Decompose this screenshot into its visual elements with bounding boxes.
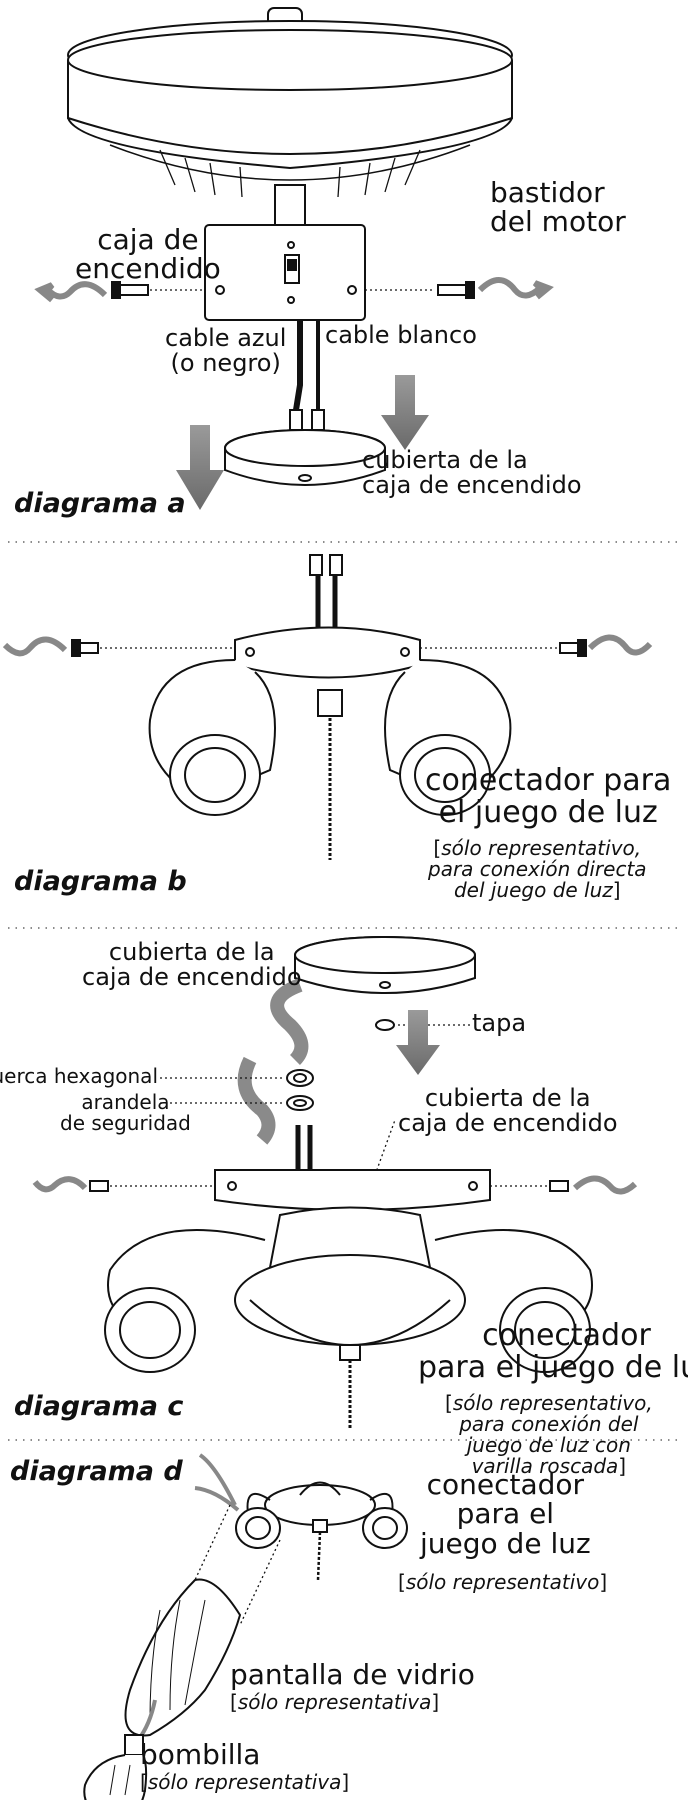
blue-wire xyxy=(293,320,303,411)
glass-shade-note: [sólo representativa] xyxy=(230,1690,440,1714)
pull-chain-d xyxy=(316,1531,322,1581)
diagram-c-title: diagrama c xyxy=(14,1391,184,1422)
arrow-right-a xyxy=(477,277,554,300)
switch-housing-cap-a xyxy=(224,429,386,486)
down-arrow-a2 xyxy=(381,375,429,450)
light-kit-adapter-label-d: conectador para el juego de luz xyxy=(420,1468,591,1560)
switch-housing-cap-c xyxy=(294,936,476,994)
glass-shade-label: pantalla de vidrio xyxy=(230,1658,475,1691)
curved-arrow-c1 xyxy=(270,978,309,1065)
wires-c xyxy=(295,1125,313,1175)
diagram-c-art xyxy=(32,936,638,1430)
light-kit-note-b: [sólo representativo, para conexión dire… xyxy=(428,836,647,902)
bulb-note: [sólo representativa] xyxy=(140,1770,350,1794)
glass-shade xyxy=(124,1578,242,1737)
hex-nut-label: tuerca hexagonal xyxy=(0,1064,158,1088)
light-kit-note-d: [sólo representativo] xyxy=(398,1570,608,1594)
white-wire-label: cable blanco xyxy=(325,321,477,349)
diagram-d-title: diagrama d xyxy=(10,1456,183,1487)
light-kit-note-c: [sólo representativo, para conexión del … xyxy=(445,1391,653,1478)
screw-arrow-d2 xyxy=(194,1486,240,1512)
blue-wire-label: cable azul(o negro) xyxy=(165,324,287,378)
lock-washer xyxy=(286,1095,314,1111)
bulb-label: bombilla xyxy=(140,1738,261,1771)
diagram-a-title: diagrama a xyxy=(14,488,186,519)
screw-arrow-d1 xyxy=(198,1453,237,1506)
down-arrow-c xyxy=(396,1010,440,1075)
diagram-b-art xyxy=(2,554,653,860)
light-kit-adapter-c xyxy=(104,1206,593,1373)
down-arrow-a1 xyxy=(176,425,224,510)
light-bulb xyxy=(83,1734,148,1800)
diagram-b-title: diagrama b xyxy=(14,866,187,897)
arrow-left-a xyxy=(34,281,108,303)
light-kit-adapter-d xyxy=(235,1481,408,1549)
screw-right-c xyxy=(549,1180,569,1192)
arrow-right-b xyxy=(587,634,653,656)
diagram-d-art xyxy=(83,1453,408,1800)
screw-left-b xyxy=(71,639,99,657)
screw-right-a xyxy=(437,281,475,299)
switch-housing xyxy=(204,224,366,321)
cap-label: tapa xyxy=(472,1009,527,1037)
screw-left-c xyxy=(89,1180,109,1192)
light-kit-adapter-b xyxy=(148,626,512,816)
motor-housing xyxy=(67,7,513,226)
screw-left-a xyxy=(111,281,149,299)
screw-right-b xyxy=(559,639,587,657)
arrow-left-c xyxy=(32,1176,88,1193)
diagram-a-art xyxy=(34,7,554,510)
hex-nut xyxy=(286,1069,314,1087)
cap-plug xyxy=(375,1019,395,1031)
curved-arrow-c2 xyxy=(237,1056,276,1145)
arrow-left-b xyxy=(2,636,68,657)
arrow-right-c xyxy=(572,1175,638,1195)
switch-housing-cap-plate xyxy=(214,1169,491,1211)
